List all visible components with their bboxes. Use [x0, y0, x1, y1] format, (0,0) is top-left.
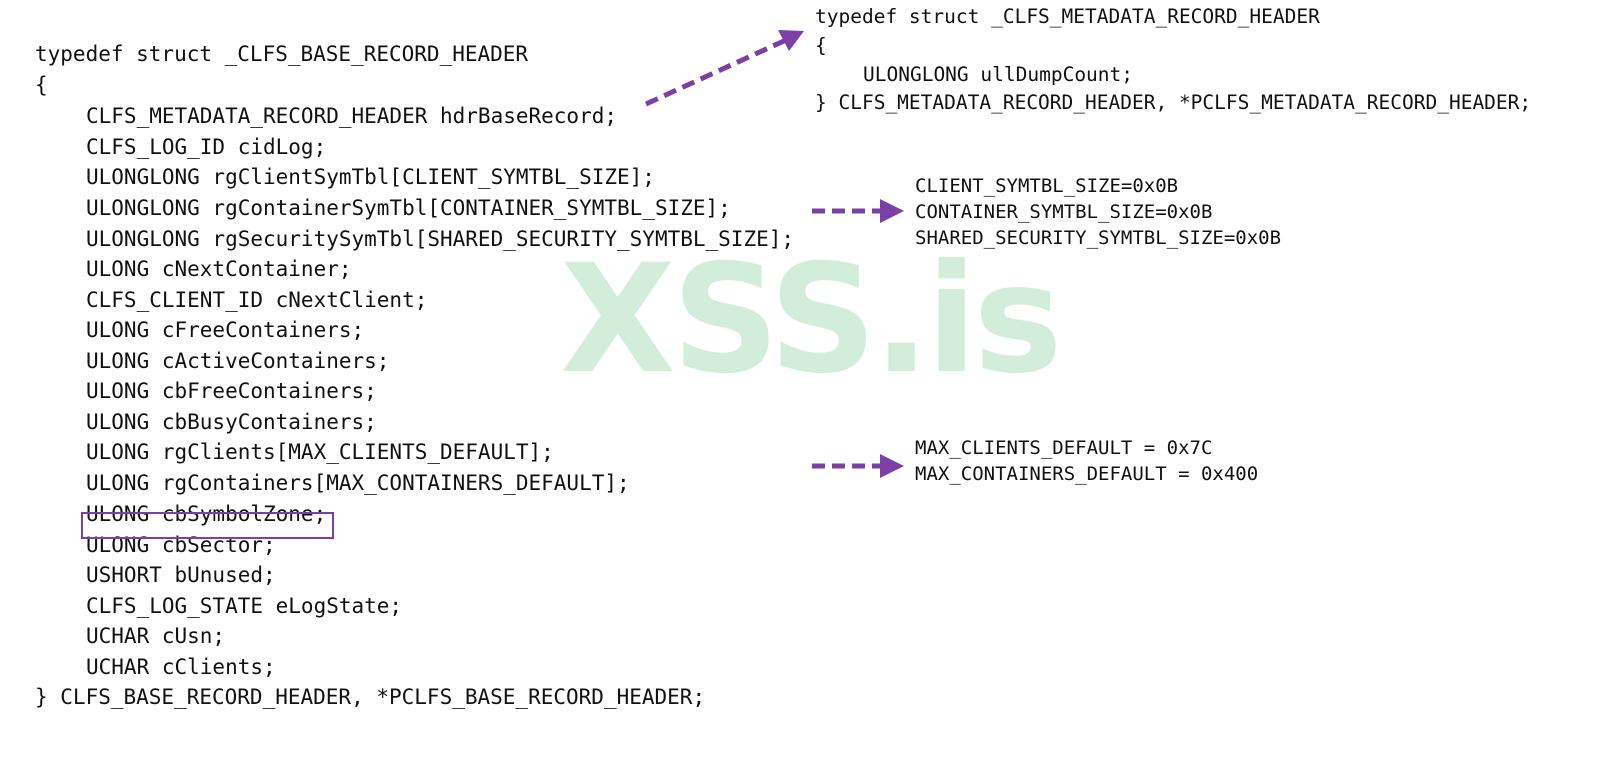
- field-c-usn: UCHAR cUsn;: [86, 624, 226, 648]
- field-rg-clients: ULONG rgClients[MAX_CLIENTS_DEFAULT];: [86, 440, 554, 464]
- field-rg-container-sym-tbl: ULONGLONG rgContainerSymTbl[CONTAINER_SY…: [86, 196, 731, 220]
- arrow-to-metadata-struct: [644, 30, 804, 107]
- field-cb-symbol-zone: ULONG cbSymbolZone;: [86, 502, 327, 526]
- field-c-free-containers: ULONG cFreeContainers;: [86, 318, 365, 342]
- field-cb-busy-containers: ULONG cbBusyContainers;: [86, 410, 377, 434]
- arrow-to-default-notes: [812, 454, 904, 478]
- field-cb-free-containers: ULONG cbFreeContainers;: [86, 379, 377, 403]
- struct-declaration: typedef struct _CLFS_BASE_RECORD_HEADER: [35, 42, 529, 66]
- arrow-to-symtbl-notes: [812, 199, 904, 223]
- field-cid-log: CLFS_LOG_ID cidLog;: [86, 135, 327, 159]
- metadata-struct-declaration: typedef struct _CLFS_METADATA_RECORD_HEA…: [815, 5, 1320, 28]
- metadata-struct-close: } CLFS_METADATA_RECORD_HEADER, *PCLFS_ME…: [815, 91, 1532, 114]
- field-rg-containers: ULONG rgContainers[MAX_CONTAINERS_DEFAUL…: [86, 471, 630, 495]
- field-b-unused: USHORT bUnused;: [86, 563, 276, 587]
- note-max-containers-default: MAX_CONTAINERS_DEFAULT = 0x400: [915, 463, 1259, 485]
- struct-open-brace: {: [35, 73, 48, 97]
- field-c-next-client: CLFS_CLIENT_ID cNextClient;: [86, 288, 428, 312]
- highlight-box-cb-symbol-zone: [81, 512, 334, 539]
- field-rg-client-sym-tbl: ULONGLONG rgClientSymTbl[CLIENT_SYMTBL_S…: [86, 165, 655, 189]
- note-container-symtbl-size: CONTAINER_SYMTBL_SIZE=0x0B: [915, 201, 1213, 223]
- field-c-active-containers: ULONG cActiveContainers;: [86, 349, 390, 373]
- note-max-clients-default: MAX_CLIENTS_DEFAULT = 0x7C: [915, 437, 1213, 459]
- watermark-text: XSS.is: [560, 233, 1063, 407]
- metadata-field-ull-dump-count: ULONGLONG ullDumpCount;: [863, 63, 1134, 86]
- field-hdr-base-record: CLFS_METADATA_RECORD_HEADER hdrBaseRecor…: [86, 104, 618, 128]
- note-client-symtbl-size: CLIENT_SYMTBL_SIZE=0x0B: [915, 175, 1179, 197]
- note-shared-security-symtbl-size: SHARED_SECURITY_SYMTBL_SIZE=0x0B: [915, 227, 1282, 249]
- field-rg-security-sym-tbl: ULONGLONG rgSecuritySymTbl[SHARED_SECURI…: [86, 227, 795, 251]
- field-c-clients: UCHAR cClients;: [86, 655, 276, 679]
- field-cb-sector: ULONG cbSector;: [86, 533, 276, 557]
- metadata-struct-open-brace: {: [815, 34, 827, 57]
- struct-close: } CLFS_BASE_RECORD_HEADER, *PCLFS_BASE_R…: [35, 685, 706, 709]
- field-c-next-container: ULONG cNextContainer;: [86, 257, 352, 281]
- field-e-log-state: CLFS_LOG_STATE eLogState;: [86, 594, 403, 618]
